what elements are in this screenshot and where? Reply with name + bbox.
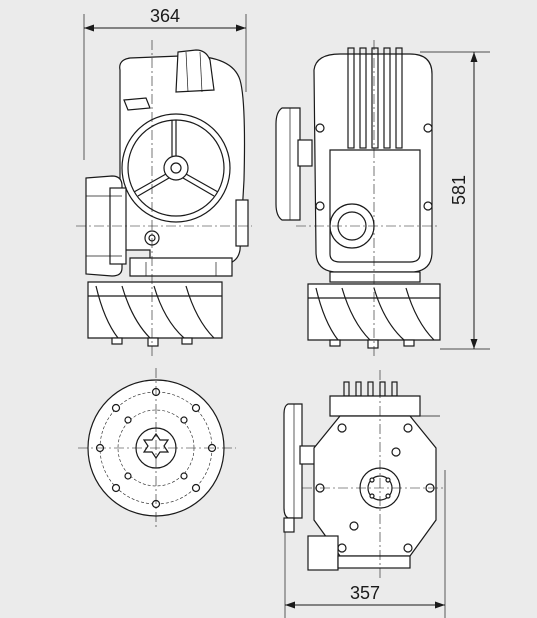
dimension-height-right-label: 581: [449, 175, 469, 205]
dimension-right: 581: [420, 51, 490, 350]
dimension-top: 364: [83, 6, 247, 160]
top-view-handwheel-edge: [283, 403, 303, 519]
handwheel-edge: [275, 107, 301, 221]
dimension-width-top-label: 364: [150, 6, 180, 26]
front-view: [76, 40, 252, 356]
dimension-width-bottom-label: 357: [350, 583, 380, 603]
handwheel-hub: [163, 155, 189, 181]
top-view: [283, 370, 444, 580]
handwheel-rim: [121, 113, 231, 223]
flange-view: [78, 368, 236, 528]
side-view: [275, 40, 441, 356]
dimension-bottom: 357: [284, 470, 446, 618]
